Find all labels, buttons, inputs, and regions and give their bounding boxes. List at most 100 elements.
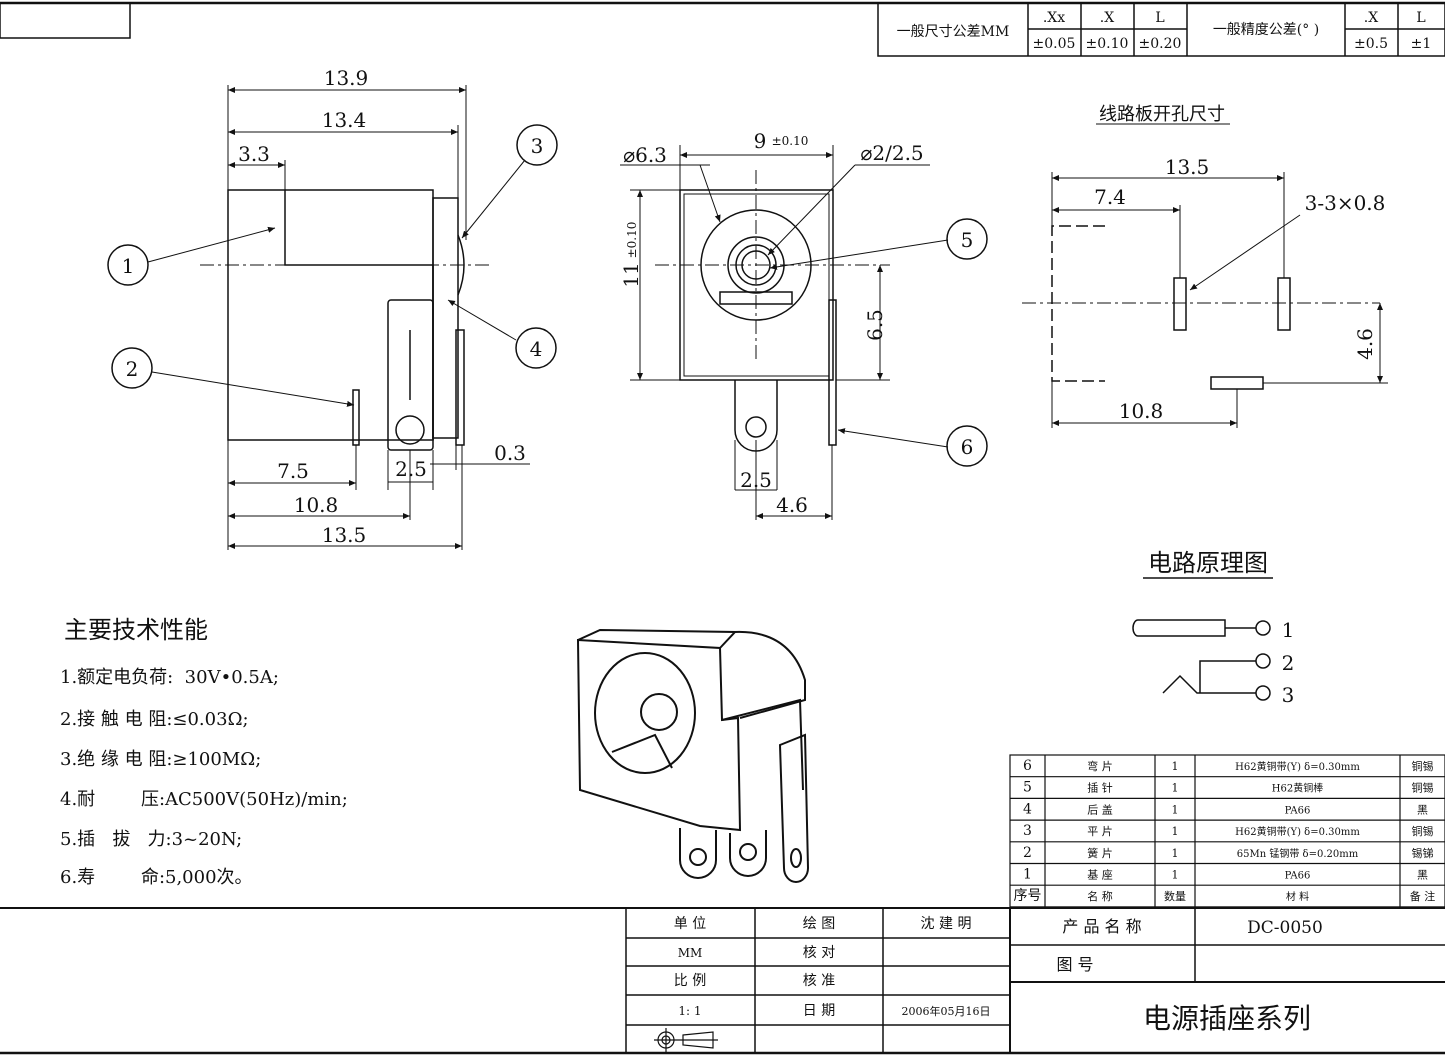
bom-cell: H62黄铜棒: [1272, 782, 1323, 795]
bom-cell: PA66: [1285, 871, 1311, 882]
scale-label: 比 例: [674, 973, 706, 989]
dim-label: 4.6: [776, 493, 808, 517]
bom-cell: 1: [1172, 803, 1179, 816]
bom-cell: 1: [1172, 782, 1179, 795]
spec-item: 5.插 拔 力:3~20N;: [60, 829, 243, 850]
dim-label: 2.5: [395, 457, 427, 481]
dim-label: 10.8: [1119, 399, 1164, 423]
spec-item: 3.绝 缘 电 阻:≥100MΩ;: [60, 749, 262, 770]
scale-value: 1: 1: [678, 1004, 701, 1018]
bom-cell: 1: [1172, 825, 1179, 838]
tol-value: ±0.20: [1139, 36, 1182, 52]
dim-label: 13.5: [1165, 155, 1210, 179]
angular-tolerance-label: 一般精度公差(° ): [1213, 22, 1319, 38]
dim-tolerance: ±0.10: [772, 134, 809, 148]
unit-value: MM: [678, 946, 703, 960]
bom-cell: PA66: [1285, 805, 1311, 816]
bom-cell: 5: [1023, 780, 1032, 796]
bom-header-cell: 序号: [1014, 888, 1042, 904]
dim-label: 7.4: [1094, 185, 1126, 209]
bom-cell: 后 盖: [1087, 802, 1113, 816]
spec-item: 1.额定电负荷: 30V•0.5A;: [60, 667, 279, 688]
bom-cell: 2: [1023, 845, 1032, 861]
balloon-label: 4: [530, 337, 543, 361]
bom-cell: 基 座: [1087, 868, 1113, 882]
specs-title: 主要技术性能: [64, 616, 208, 644]
bom-cell: H62黄铜带(Y) δ=0.30mm: [1235, 760, 1360, 773]
bom-cell: 6: [1023, 758, 1032, 774]
bom-cell: 铜锡: [1412, 781, 1434, 795]
front-view: ⌀6.3 9 ±0.10 ⌀2/2.5 11 ±0.10 6.5 2.5 4.6…: [619, 129, 988, 520]
dim-label: 0.3: [494, 441, 526, 465]
bom-cell: 1: [1172, 847, 1179, 860]
bom-header-cell: 数量: [1164, 890, 1186, 903]
bom-cell: 1: [1172, 760, 1179, 773]
dim-label: 13.9: [324, 66, 369, 90]
balloon-label: 5: [961, 228, 974, 252]
tol-head: L: [1416, 10, 1425, 26]
pin-label: 3: [1282, 683, 1295, 707]
balloon-label: 6: [961, 435, 974, 459]
bom-cell: H62黄铜带(Y) δ=0.30mm: [1235, 825, 1360, 838]
dim-label: 3.3: [238, 142, 270, 166]
balloon-label: 1: [122, 254, 135, 278]
spec-item: 4.耐 压:AC500V(50Hz)/min;: [60, 789, 348, 810]
bom-cell: 1: [1172, 869, 1179, 882]
series-title: 电源插座系列: [1143, 1002, 1311, 1035]
isometric-view: [576, 628, 810, 883]
bom-cell: 4: [1023, 801, 1032, 817]
side-view: 13.9 13.4 3.3 7.5 10.8 13.5 2.5 0.3 1 2 …: [107, 66, 558, 550]
bom-header-cell: 备 注: [1410, 889, 1436, 903]
spec-item: 2.接 触 电 阻:≤0.03Ω;: [60, 709, 249, 730]
spec-item: 6.寿 命:5,000次。: [60, 867, 253, 888]
bom-cell: 3: [1023, 823, 1032, 839]
drawn-by: 沈 建 明: [921, 916, 972, 932]
pin-label: 1: [1282, 618, 1295, 642]
tol-value: ±0.05: [1033, 36, 1076, 52]
bom-cell: 锡锑: [1412, 846, 1434, 860]
circuit-diagram: 电路原理图 1 2 3: [1132, 549, 1295, 707]
bom-cell: 65Mn 锰钢带 δ=0.20mm: [1237, 847, 1359, 860]
pcb-cutout-view: 线路板开孔尺寸 13.5 7.4 3-3×0.8 4.6 10.8: [1022, 104, 1388, 428]
dim-label: 9: [754, 129, 767, 153]
dim-label: ⌀6.3: [623, 143, 667, 167]
pcb-title: 线路板开孔尺寸: [1099, 104, 1225, 125]
date-value: 2006年05月16日: [902, 1004, 991, 1018]
date-label: 日 期: [803, 1003, 835, 1019]
bom-cell: 簧 片: [1087, 846, 1113, 860]
bom-cell: 铜锡: [1412, 824, 1434, 838]
bom-cell: 弯 片: [1087, 759, 1113, 773]
tol-value: ±0.5: [1354, 36, 1388, 52]
dim-label: 3-3×0.8: [1305, 191, 1386, 215]
bom-cell: 铜锡: [1412, 759, 1434, 773]
tol-head: .X: [1100, 10, 1114, 26]
dim-label: ⌀2/2.5: [860, 141, 923, 165]
balloon-label: 2: [126, 357, 139, 381]
projection-symbol-icon: [654, 1028, 718, 1052]
title-block: 单 位 MM 比 例 1: 1 绘 图 核 对 核 准 日 期 沈 建 明 20…: [0, 907, 1445, 1053]
drawn-label: 绘 图: [803, 916, 835, 932]
drawing-no-label: 图 号: [1056, 955, 1093, 974]
dim-label: 6.5: [863, 309, 887, 341]
balloon-label: 3: [531, 134, 544, 158]
unit-label: 单 位: [674, 916, 706, 932]
bom-cell: 黑: [1417, 869, 1428, 882]
product-name: DC-0050: [1247, 918, 1323, 938]
dim-label: 7.5: [277, 459, 309, 483]
approved-label: 核 准: [803, 973, 835, 989]
dim-label: 13.5: [322, 523, 367, 547]
bom-header-cell: 材 料: [1286, 890, 1309, 903]
dim-label: 4.6: [1353, 328, 1377, 360]
bom-cell: 黑: [1417, 803, 1428, 816]
dim-label: 11: [619, 262, 643, 287]
tol-value: ±0.10: [1086, 36, 1129, 52]
tol-head: .X: [1364, 10, 1378, 26]
tolerance-table: 一般尺寸公差MM .Xx .X L ±0.05 ±0.10 ±0.20 一般精度…: [877, 2, 1445, 57]
bom-cell: 平 片: [1087, 825, 1113, 838]
tol-value: ±1: [1411, 36, 1432, 52]
product-name-label: 产 品 名 称: [1062, 917, 1141, 936]
bom-cell: 插 针: [1087, 781, 1113, 795]
dim-label: 2.5: [740, 468, 772, 492]
